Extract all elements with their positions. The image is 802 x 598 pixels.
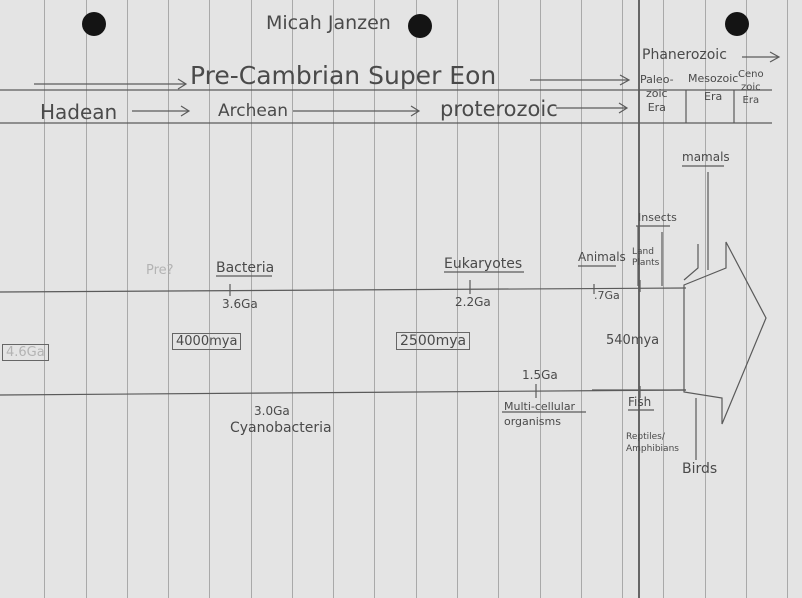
ruled-line: [168, 0, 169, 598]
division-label-archean: Archean: [218, 101, 289, 121]
ruled-line: [581, 0, 582, 598]
eon-label-precambrian: Pre-Cambrian Super Eon: [190, 61, 497, 90]
reptiles-line-2: Amphibians: [626, 444, 679, 454]
ruled-line: [746, 0, 747, 598]
division-label-mesozoic: Mesozoic Era: [688, 70, 738, 106]
ruled-line: [622, 0, 623, 598]
division-label-paleozoic: Paleo- zoic Era: [640, 73, 674, 115]
eon-label-phanerozoic: Phanerozoic: [642, 47, 727, 63]
event-bacteria: Bacteria: [216, 260, 275, 276]
paleozoic-line-2: zoic: [646, 87, 668, 100]
mesozoic-line-1: Mesozoic: [688, 72, 739, 85]
cenozoic-line-3: Era: [742, 95, 760, 106]
ruled-line: [457, 0, 458, 598]
event-land-plants: Land Plants: [632, 247, 659, 269]
ruled-line: [416, 0, 417, 598]
margin-line: [638, 0, 640, 598]
multicellular-line-1: Multi-cellular: [504, 400, 576, 413]
ruled-line: [209, 0, 210, 598]
date-phanerozoic-start: 540mya: [606, 333, 660, 348]
ruled-line: [374, 0, 375, 598]
date-cyanobacteria: 3.0Ga: [254, 404, 290, 418]
event-multicellular: Multi-cellular organisms: [504, 399, 575, 429]
date-eukaryotes: 2.2Ga: [455, 295, 491, 309]
ruled-line: [333, 0, 334, 598]
mesozoic-line-2: Era: [704, 90, 723, 103]
event-birds: Birds: [682, 461, 718, 477]
ruled-line: [705, 0, 706, 598]
event-eukaryotes: Eukaryotes: [444, 256, 523, 272]
ruled-line: [498, 0, 499, 598]
ruled-line: [127, 0, 128, 598]
date-bacteria: 3.6Ga: [222, 297, 258, 311]
cenozoic-line-2: zoic: [740, 82, 761, 93]
event-cyanobacteria: Cyanobacteria: [230, 420, 332, 436]
date-proterozoic-start: 2500mya: [396, 332, 471, 350]
ruled-line: [44, 0, 45, 598]
date-animals: .7Ga: [594, 289, 620, 302]
event-fish: Fish: [628, 395, 652, 409]
binder-hole: [408, 14, 432, 38]
division-label-hadean: Hadean: [40, 100, 118, 124]
paleozoic-line-3: Era: [647, 101, 666, 114]
ruled-line: [86, 0, 87, 598]
author-name: Micah Janzen: [266, 12, 391, 34]
binder-hole: [725, 12, 749, 36]
land-plants-line-2: Plants: [632, 258, 660, 268]
date-archean-start: 4000mya: [172, 333, 242, 350]
event-first-life: Pre?: [146, 263, 174, 278]
ruled-line: [663, 0, 664, 598]
event-insects: Insects: [638, 211, 677, 224]
event-animals: Animals: [578, 250, 626, 264]
land-plants-line-1: Land: [632, 247, 654, 257]
event-reptiles-amphibians: Reptiles/ Amphibians: [626, 431, 679, 455]
cenozoic-line-1: Ceno: [738, 69, 764, 80]
date-multicellular: 1.5Ga: [522, 368, 558, 382]
date-earth-age: 4.6Ga: [2, 344, 49, 361]
multicellular-line-2: organisms: [504, 415, 561, 428]
ruled-line: [540, 0, 541, 598]
ruled-line: [292, 0, 293, 598]
reptiles-line-1: Reptiles/: [626, 432, 665, 442]
event-mammals: mamals: [682, 150, 730, 164]
ruled-line: [787, 0, 788, 598]
ruled-line: [251, 0, 252, 598]
binder-hole: [82, 12, 106, 36]
division-label-proterozoic: proterozoic: [440, 97, 558, 121]
division-label-cenozoic: Ceno zoic Era: [738, 68, 764, 107]
paleozoic-line-1: Paleo-: [640, 73, 674, 86]
